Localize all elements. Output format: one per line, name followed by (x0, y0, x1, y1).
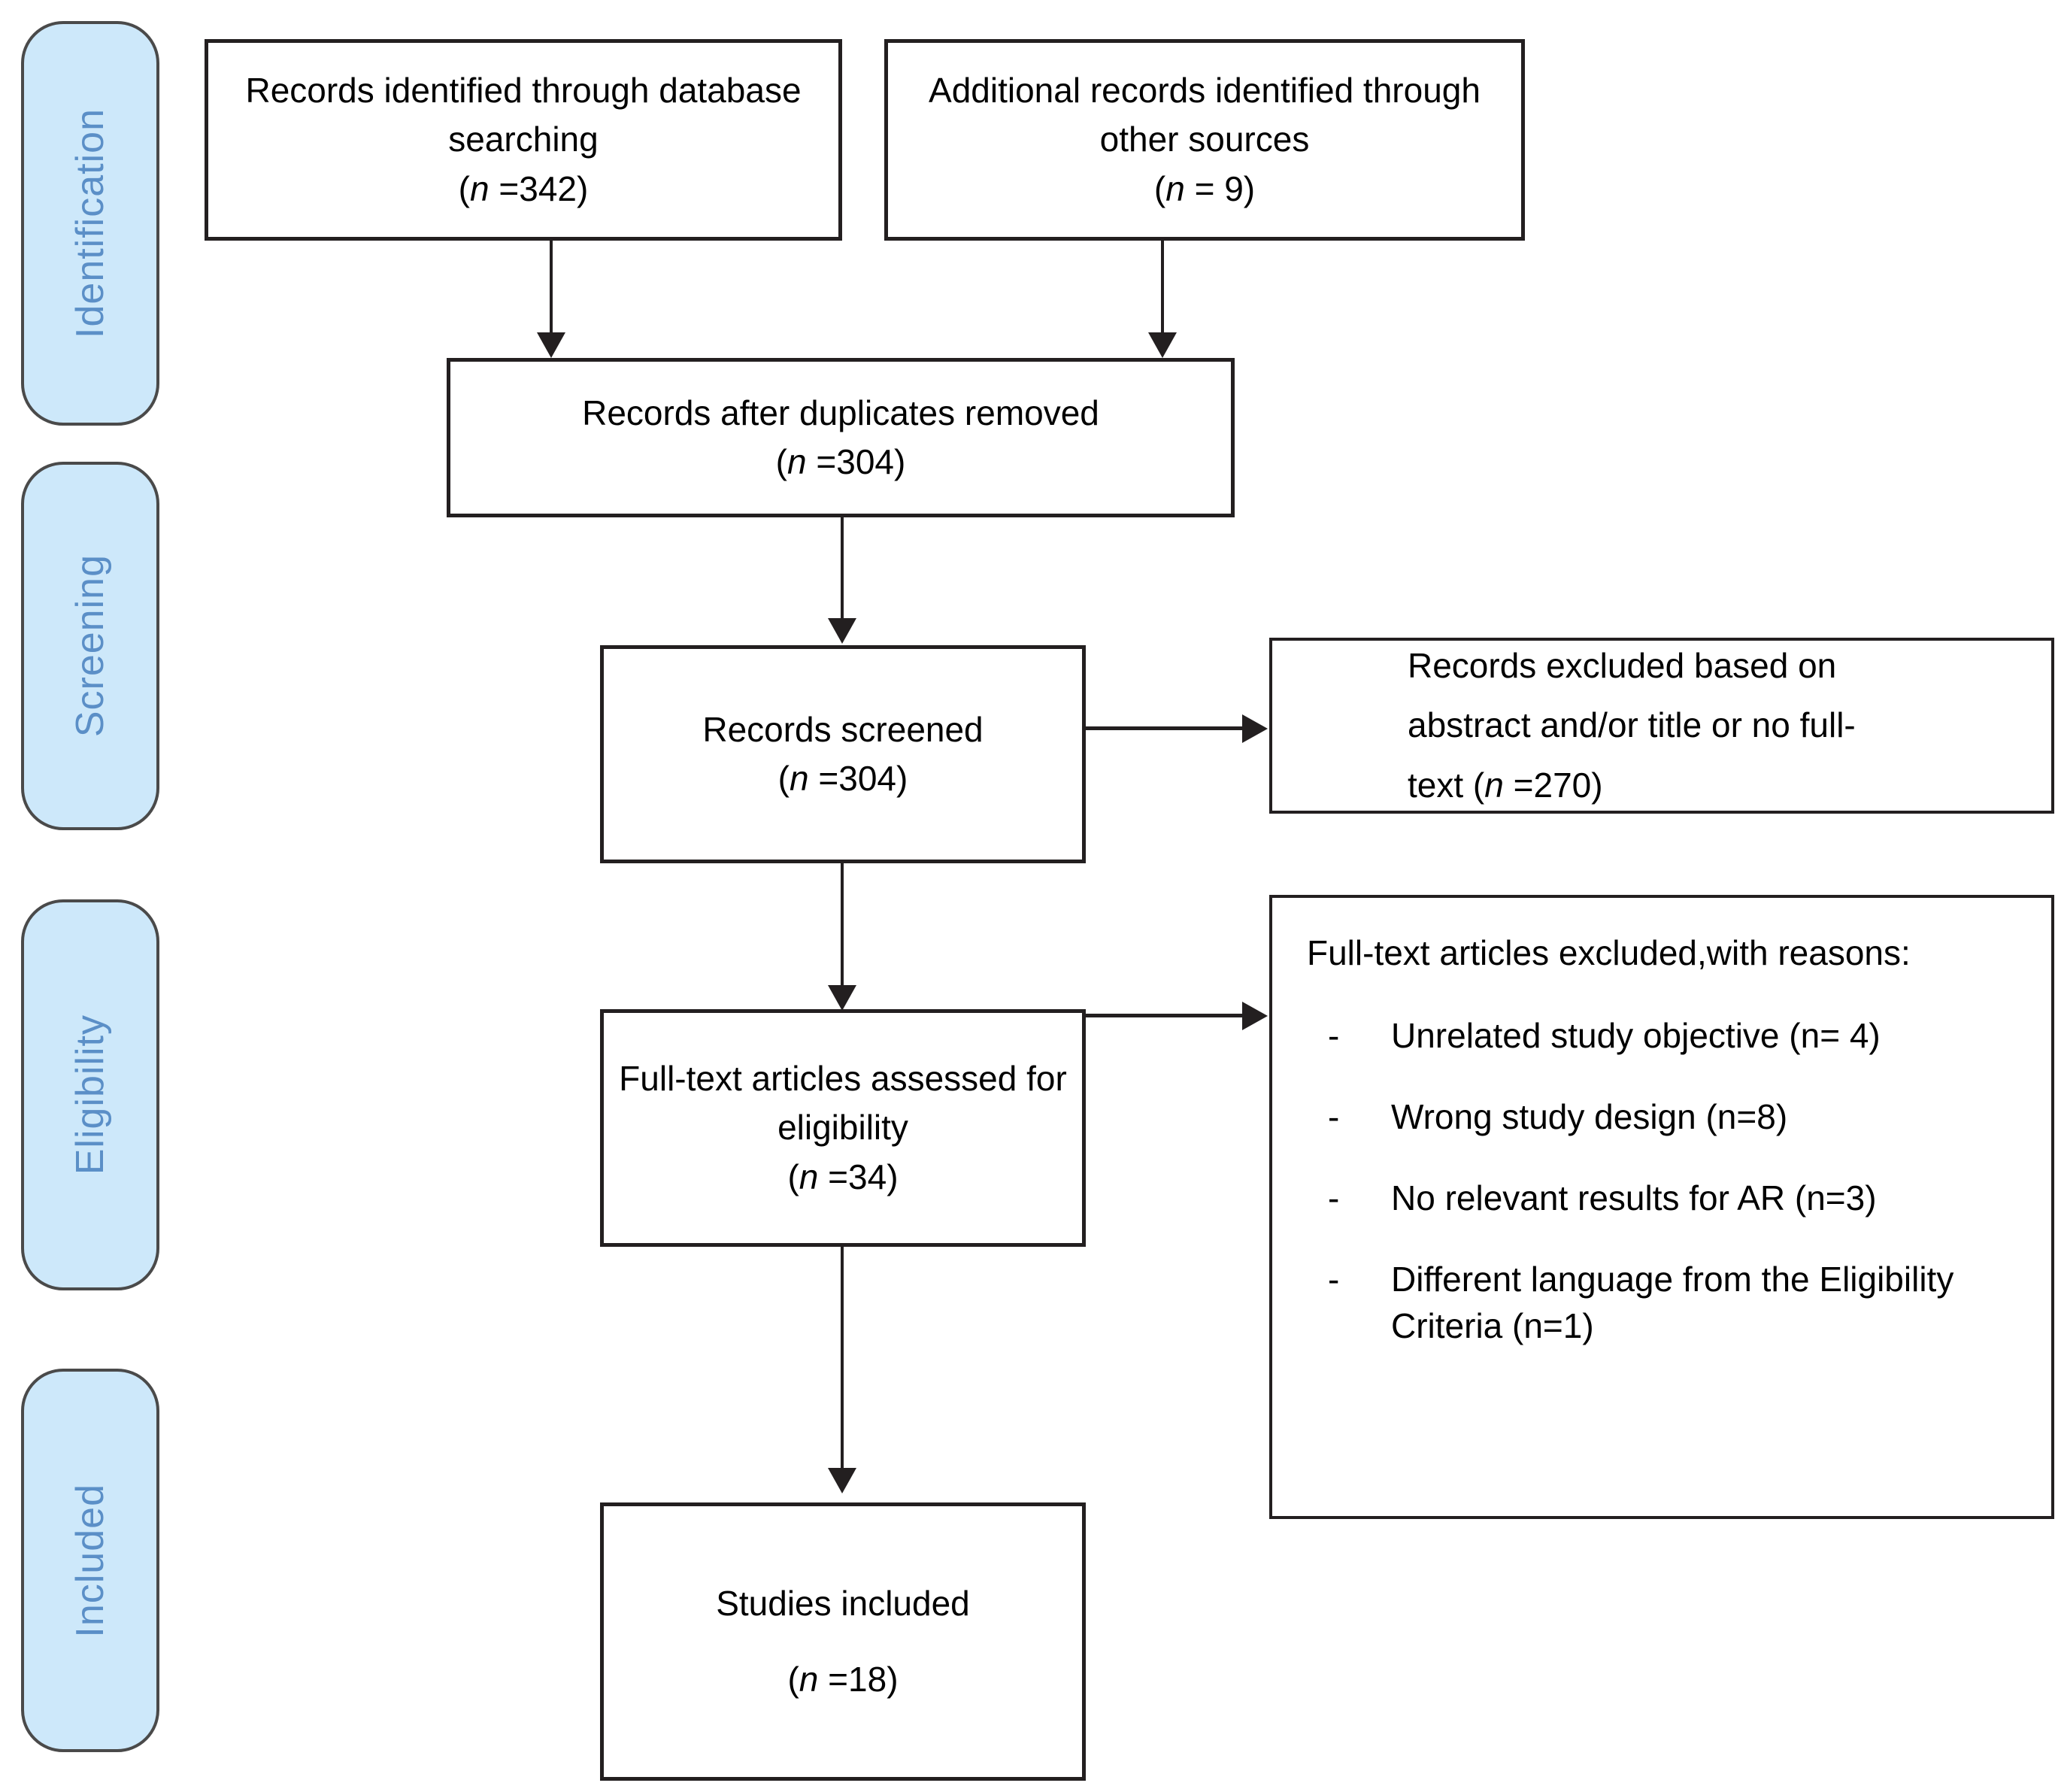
box-line-2: other sources (1099, 120, 1310, 159)
count-prefix: ( (787, 1660, 799, 1699)
box-records-identified-database: Records identified through database sear… (205, 39, 842, 241)
reason-text: Unrelated study objective (n= 4) (1391, 1015, 1881, 1055)
count-symbol-n: n (799, 1157, 819, 1196)
box-fulltext-assessed: Full-text articles assessed for eligibil… (600, 1009, 1086, 1247)
count-symbol-n: n (790, 759, 809, 798)
count-symbol-n: n (1165, 168, 1185, 208)
box-count: (n =342) (208, 165, 838, 214)
connector-line-db-to-duplicates (550, 241, 553, 337)
count-value: =342) (489, 168, 589, 208)
count-value: =304) (806, 442, 906, 481)
count-prefix: ( (1153, 168, 1166, 208)
stage-pill-screening: Screening (21, 462, 159, 830)
box-records-after-duplicates-removed: Records after duplicates removed (n =304… (447, 358, 1235, 517)
box-count: (n =304) (604, 754, 1082, 803)
box-line-2: abstract and/or title or no full- (1408, 705, 1856, 745)
reason-item: - Different language from the Eligibilit… (1307, 1256, 2021, 1349)
stage-pill-included: Included (21, 1369, 159, 1752)
reason-text: No relevant results for AR (n=3) (1391, 1178, 1877, 1217)
reason-dash-icon: - (1328, 1260, 1340, 1299)
count-symbol-n: n (470, 168, 490, 208)
box-line-1: Full-text articles assessed for (619, 1059, 1067, 1099)
connector-line-screened-to-excluded (1086, 726, 1245, 730)
box-additional-records-other-sources: Additional records identified through ot… (884, 39, 1525, 241)
box-records-screened: Records screened (n =304) (600, 645, 1086, 863)
reasons-title: Full-text articles excluded,with reasons… (1307, 933, 1911, 972)
connector-arrowhead-screened-to-excluded (1242, 714, 1268, 743)
connector-arrowhead-screened-to-fulltext (828, 985, 856, 1011)
box-line-1: Records identified through database (245, 71, 802, 111)
connector-line-fulltext-to-included (841, 1247, 844, 1472)
reason-dash-icon: - (1328, 1015, 1340, 1055)
count-symbol-n: n (799, 1660, 819, 1699)
box-fulltext-excluded-with-reasons: Full-text articles excluded,with reasons… (1269, 895, 2054, 1519)
reason-item: - Wrong study design (n=8) (1307, 1093, 2021, 1140)
reason-text: Different language from the Eligibility … (1391, 1260, 1954, 1346)
box-studies-included: Studies included (n =18) (600, 1502, 1086, 1781)
count-value: =270) (1503, 765, 1603, 805)
connector-arrowhead-duplicates-to-screened (828, 618, 856, 644)
connector-line-screened-to-fulltext (841, 863, 844, 990)
count-prefix: text ( (1408, 765, 1485, 805)
count-value: =34) (818, 1157, 899, 1196)
reason-item: - No relevant results for AR (n=3) (1307, 1175, 2021, 1221)
box-count: (n =34) (604, 1153, 1082, 1202)
box-line-2: eligibility (777, 1108, 908, 1148)
count-value: =18) (818, 1660, 899, 1699)
connector-arrowhead-db-to-duplicates (537, 332, 565, 358)
count-prefix: ( (777, 759, 790, 798)
count-prefix: ( (787, 1157, 799, 1196)
connector-line-fulltext-to-excluded-reasons (1086, 1014, 1245, 1017)
stage-label-identification: Identification (68, 108, 112, 338)
stage-pill-identification: Identification (21, 21, 159, 426)
stage-label-eligibility: Eligibility (68, 1014, 112, 1175)
connector-arrowhead-fulltext-to-included (828, 1468, 856, 1493)
stage-label-included: Included (68, 1483, 112, 1638)
count-prefix: ( (775, 442, 787, 481)
box-count: (n =18) (604, 1655, 1082, 1704)
box-line-1: Records after duplicates removed (582, 393, 1099, 432)
box-line-1: Studies included (716, 1583, 970, 1623)
count-value: =304) (808, 759, 908, 798)
reason-item: - Unrelated study objective (n= 4) (1307, 1012, 2021, 1059)
box-line-2: searching (448, 120, 599, 159)
box-line-3: text (n =270) (1408, 756, 2051, 815)
box-count: (n = 9) (888, 165, 1521, 214)
reason-dash-icon: - (1328, 1096, 1340, 1136)
box-line-1: Additional records identified through (929, 71, 1481, 111)
reason-dash-icon: - (1328, 1178, 1340, 1217)
box-line-1: Records excluded based on (1408, 646, 1837, 686)
count-symbol-n: n (1484, 765, 1504, 805)
count-prefix: ( (458, 168, 470, 208)
box-count: (n =304) (450, 438, 1231, 487)
stage-pill-eligibility: Eligibility (21, 899, 159, 1290)
connector-line-duplicates-to-screened (841, 517, 844, 623)
connector-arrowhead-fulltext-to-excluded-reasons (1242, 1002, 1268, 1030)
count-value: = 9) (1184, 168, 1256, 208)
connector-line-other-to-duplicates (1161, 241, 1164, 337)
box-records-excluded: Records excluded based on abstract and/o… (1269, 638, 2054, 814)
connector-arrowhead-other-to-duplicates (1148, 332, 1177, 358)
reason-text: Wrong study design (n=8) (1391, 1096, 1788, 1136)
box-line-1: Records screened (702, 709, 984, 749)
stage-label-screening: Screening (68, 554, 112, 738)
count-symbol-n: n (787, 442, 807, 481)
